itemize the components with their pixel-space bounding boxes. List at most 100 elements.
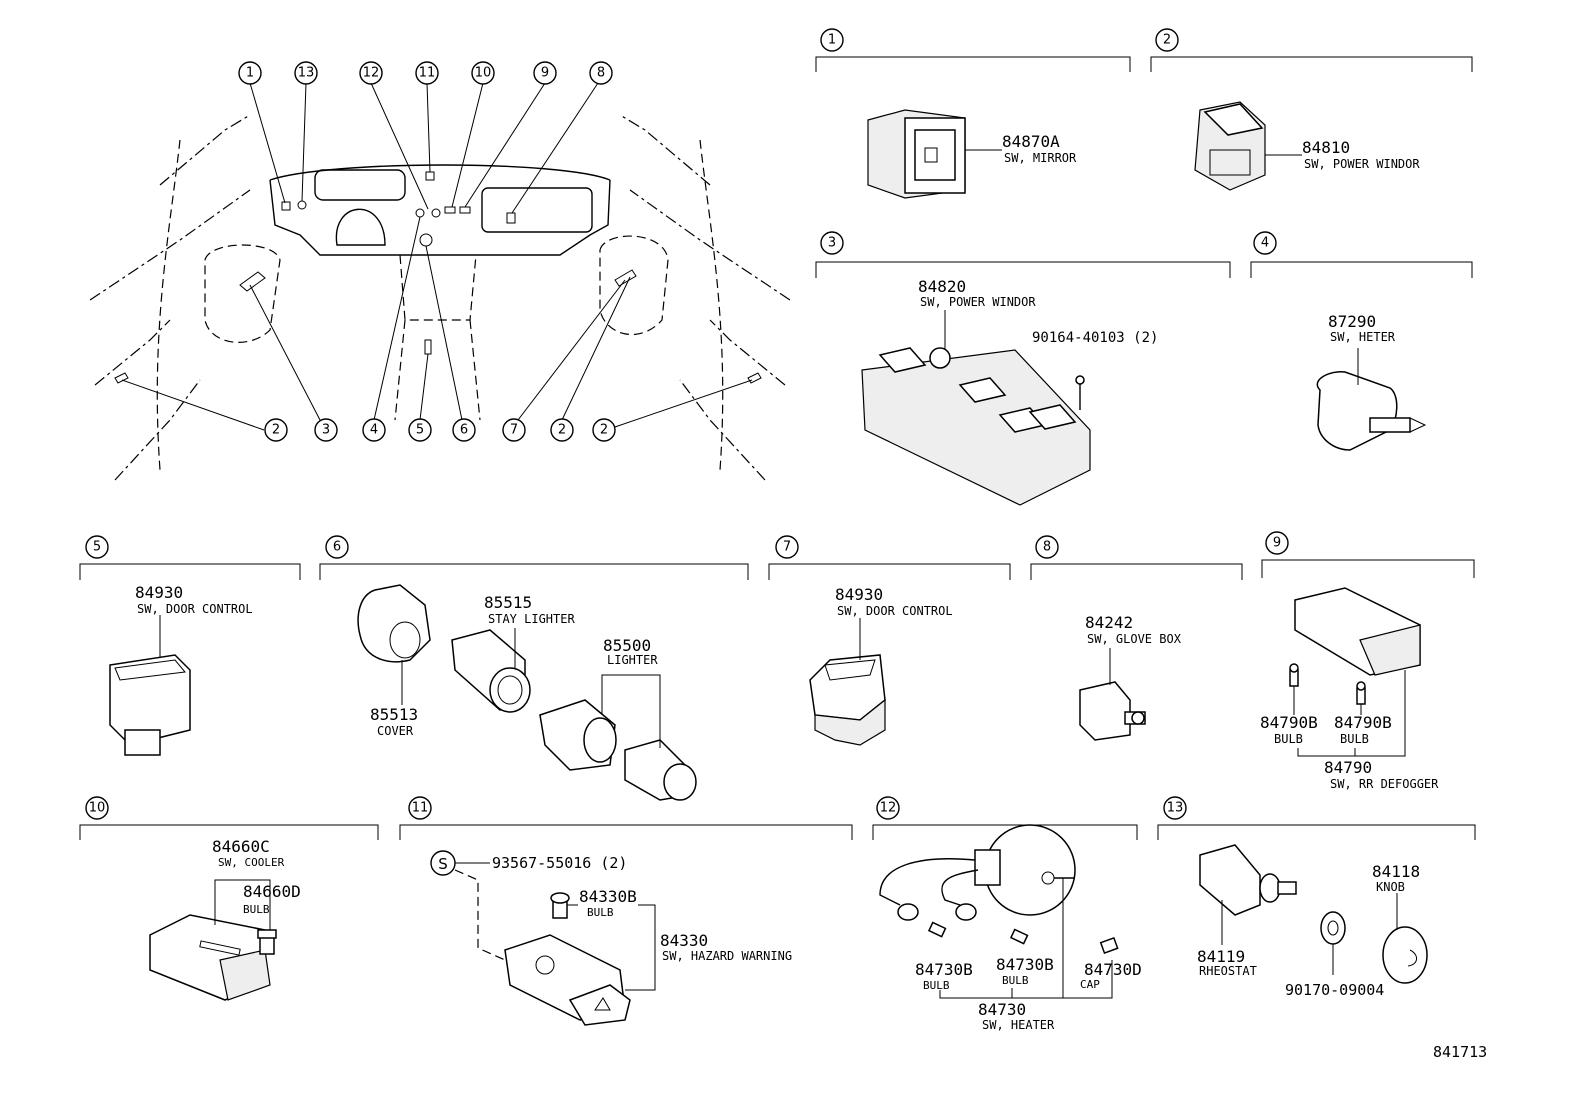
hazard-switch-part [504, 934, 631, 1026]
section-1: 1 84870A SW, MIRROR [815, 28, 1131, 199]
rheostat-part [1199, 844, 1297, 916]
callout-1: 1 [246, 66, 254, 81]
section-13: 13 84119 RHEOSTAT 90170-09004 84118 KNOB [1157, 796, 1476, 999]
section-2: 2 84810 SW, POWER WINDOR [1150, 28, 1473, 191]
svg-text:4: 4 [1261, 236, 1269, 251]
section-8: 8 84242 SW, GLOVE BOX [1030, 535, 1243, 741]
part-number: 84870A [1002, 132, 1060, 151]
svg-text:84118: 84118 [1372, 862, 1420, 881]
callout-8: 8 [597, 66, 605, 81]
callout-2a: 2 [272, 423, 280, 438]
callout-3: 3 [322, 423, 330, 438]
callout-11: 11 [419, 66, 436, 81]
cooler-switch-part [149, 914, 271, 1001]
svg-text:84242: 84242 [1085, 613, 1133, 632]
svg-text:1: 1 [828, 33, 836, 48]
svg-text:SW, RR DEFOGGER: SW, RR DEFOGGER [1330, 777, 1439, 791]
callout-2c: 2 [600, 423, 608, 438]
callout-4: 4 [370, 423, 378, 438]
svg-text:7: 7 [783, 540, 791, 555]
svg-text:5: 5 [93, 540, 101, 555]
door-control-switch-part-2 [809, 654, 886, 746]
callout-12: 12 [363, 66, 380, 81]
svg-text:SW, POWER WINDOR: SW, POWER WINDOR [1304, 157, 1420, 171]
heater-switch-part-2 [879, 824, 1076, 921]
svg-text:85515: 85515 [484, 593, 532, 612]
dashboard-overview [89, 114, 791, 481]
svg-text:84790B: 84790B [1260, 713, 1318, 732]
callout-13: 13 [298, 66, 315, 81]
callout-9: 9 [541, 66, 549, 81]
svg-text:84730B: 84730B [915, 960, 973, 979]
svg-text:84790B: 84790B [1334, 713, 1392, 732]
svg-text:84660D: 84660D [243, 882, 301, 901]
callout-6: 6 [460, 423, 468, 438]
cover-part [357, 584, 431, 663]
svg-text:84330: 84330 [660, 931, 708, 950]
master-window-switch-part [861, 347, 1091, 506]
svg-text:BULB: BULB [923, 979, 950, 992]
svg-text:BULB: BULB [1002, 974, 1029, 987]
svg-text:2: 2 [1163, 33, 1171, 48]
section-10: 10 84660C SW, COOLER 84660D BULB [79, 796, 379, 1001]
svg-text:84730B: 84730B [996, 955, 1054, 974]
door-control-switch-part [109, 654, 191, 756]
svg-text:84820: 84820 [918, 277, 966, 296]
svg-text:12: 12 [880, 801, 897, 816]
svg-text:93567-55016 (2): 93567-55016 (2) [492, 854, 627, 872]
mirror-switch-part [867, 109, 966, 199]
bulb-part [257, 929, 277, 955]
bulb-part-1 [927, 921, 947, 938]
lighter-part [539, 699, 697, 801]
svg-text:85500: 85500 [603, 636, 651, 655]
section-12: 12 84730B BULB 84730B BULB 84730D CAP [872, 796, 1142, 1032]
svg-text:84810: 84810 [1302, 138, 1350, 157]
svg-text:BULB: BULB [243, 903, 270, 916]
callout-7: 7 [510, 423, 518, 438]
illustration-id: 841713 [1433, 1043, 1487, 1061]
svg-text:90170-09004: 90170-09004 [1285, 981, 1384, 999]
svg-text:6: 6 [333, 540, 341, 555]
svg-text:84330B: 84330B [579, 887, 637, 906]
svg-text:SW, GLOVE BOX: SW, GLOVE BOX [1087, 632, 1182, 646]
svg-text:BULB: BULB [587, 906, 614, 919]
section-3: 3 84820 SW, POWER WINDOR 90164-40103 (2) [815, 231, 1231, 506]
section-7: 7 84930 SW, DOOR CONTROL [768, 535, 1011, 746]
svg-text:SW, COOLER: SW, COOLER [218, 856, 285, 869]
svg-text:SW, HETER: SW, HETER [1330, 330, 1396, 344]
svg-text:84119: 84119 [1197, 947, 1245, 966]
svg-text:84660C: 84660C [212, 837, 270, 856]
svg-text:87290: 87290 [1328, 312, 1376, 331]
svg-text:3: 3 [828, 236, 836, 251]
nut-part [1320, 911, 1346, 945]
bulb-part-1 [1289, 663, 1299, 687]
screw-part [1075, 375, 1085, 410]
svg-text:8: 8 [1043, 540, 1051, 555]
svg-text:84730: 84730 [978, 1000, 1026, 1019]
overview-leaders [121, 82, 753, 431]
power-window-switch-part [1194, 101, 1266, 191]
svg-text:CAP: CAP [1080, 978, 1100, 991]
svg-text:SW, HEATER: SW, HEATER [982, 1018, 1055, 1032]
svg-text:84930: 84930 [135, 583, 183, 602]
svg-text:11: 11 [412, 801, 429, 816]
svg-text:85513: 85513 [370, 705, 418, 724]
heater-switch-part [1316, 371, 1427, 451]
svg-text:SW, HAZARD WARNING: SW, HAZARD WARNING [662, 949, 792, 963]
bulb-part-2 [1009, 928, 1029, 945]
svg-text:COVER: COVER [377, 724, 414, 738]
svg-text:84930: 84930 [835, 585, 883, 604]
callout-5: 5 [416, 423, 424, 438]
svg-text:BULB: BULB [1340, 732, 1369, 746]
part-desc: SW, MIRROR [1004, 151, 1077, 165]
section-4: 4 87290 SW, HETER [1250, 231, 1473, 451]
svg-text:9: 9 [1273, 536, 1281, 551]
svg-text:SW, DOOR CONTROL: SW, DOOR CONTROL [837, 604, 953, 618]
section-5: 5 84930 SW, DOOR CONTROL [79, 535, 301, 756]
cap-part [1099, 936, 1119, 954]
svg-text:84730D: 84730D [1084, 960, 1142, 979]
glove-box-switch-part [1079, 681, 1146, 741]
svg-text:SW, DOOR CONTROL: SW, DOOR CONTROL [137, 602, 253, 616]
rr-defogger-switch-part [1294, 587, 1421, 676]
svg-text:KNOB: KNOB [1376, 880, 1405, 894]
